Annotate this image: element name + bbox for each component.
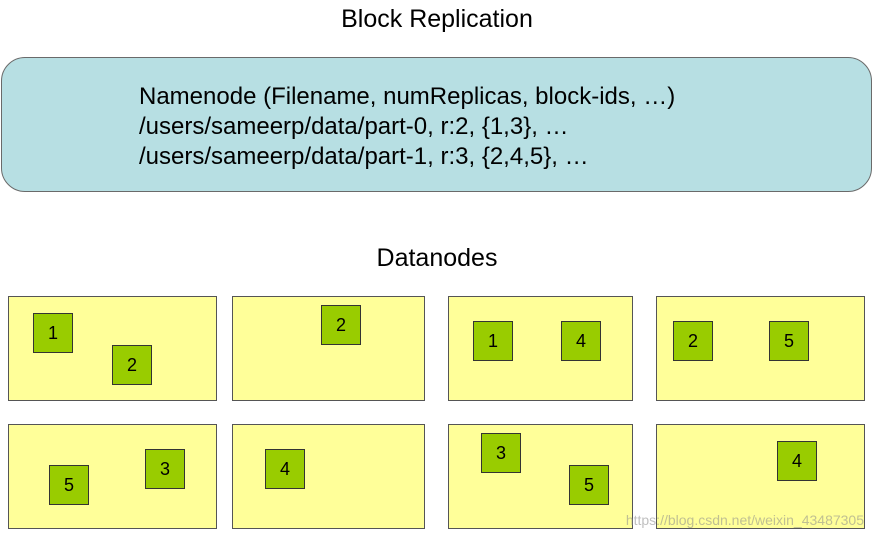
block: 4 (265, 449, 305, 489)
block: 5 (569, 465, 609, 505)
block: 4 (777, 441, 817, 481)
block: 4 (561, 321, 601, 361)
datanode-box: 4 (656, 424, 865, 529)
block: 1 (33, 313, 73, 353)
datanode-box: 1 2 (8, 296, 217, 401)
block: 5 (769, 321, 809, 361)
datanode-box: 5 3 (8, 424, 217, 529)
diagram-title: Block Replication (341, 5, 533, 33)
datanodes-label: Datanodes (376, 244, 498, 272)
block: 2 (321, 305, 361, 345)
namenode-text: Namenode (Filename, numReplicas, block-i… (139, 82, 675, 172)
block: 2 (673, 321, 713, 361)
namenode-file-entry: /users/sameerp/data/part-0, r:2, {1,3}, … (139, 113, 569, 140)
datanode-box: 3 5 (448, 424, 633, 529)
datanode-box: 4 (232, 424, 425, 529)
namenode-box: Namenode (Filename, numReplicas, block-i… (1, 57, 872, 192)
datanode-box: 1 4 (448, 296, 633, 401)
block: 3 (145, 449, 185, 489)
datanode-box: 2 (232, 296, 425, 401)
watermark: https://blog.csdn.net/weixin_43487305 (625, 512, 864, 528)
block: 2 (112, 345, 152, 385)
namenode-header-line: Namenode (Filename, numReplicas, block-i… (139, 83, 676, 110)
namenode-file-entry: /users/sameerp/data/part-1, r:3, {2,4,5}… (139, 143, 589, 170)
block: 5 (49, 465, 89, 505)
block: 3 (481, 433, 521, 473)
block: 1 (473, 321, 513, 361)
datanode-box: 2 5 (656, 296, 865, 401)
